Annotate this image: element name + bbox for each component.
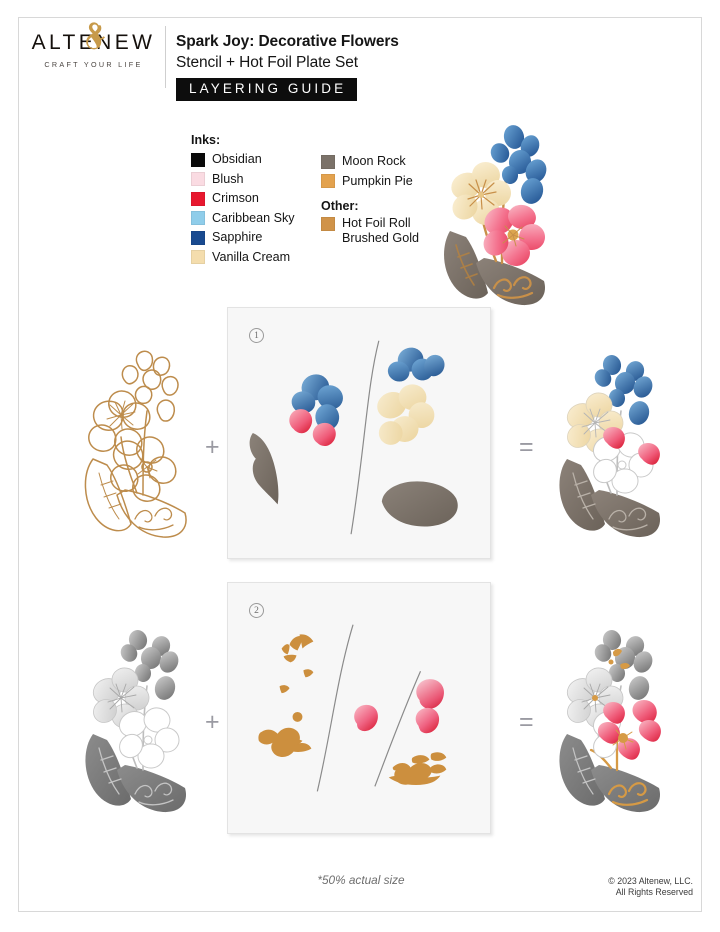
page-title: Spark Joy: Decorative Flowers [176,33,399,50]
legend-item-crimson: Crimson [191,189,319,209]
legend-item-vanilla-cream: Vanilla Cream [191,248,319,268]
scale-footnote: *50% actual size [317,873,405,887]
legend-item-moon-rock: Moon Rock [321,152,451,172]
legend-label-caribbean-sky: Caribbean Sky [212,210,295,225]
legend-column-left: Inks: Obsidian Blush Crimson Caribbean S… [191,133,319,267]
row1-base-gold-outline [77,343,197,555]
swatch-moon-rock [321,154,335,169]
legend-label-hot-foil-roll-line2: Brushed Gold [342,230,420,245]
step-1-number: 1 [249,328,264,343]
legend-label-vanilla-cream: Vanilla Cream [212,249,291,264]
row1-result-artwork [551,343,671,555]
gold-foil-outline-illustration [84,350,187,538]
legend-label-crimson: Crimson [212,191,259,206]
hero-bouquet-illustration [444,125,547,306]
row2-base-grayscale [77,618,197,830]
swatch-obsidian [191,152,205,167]
step-1-stencil-layout [249,340,458,535]
layering-guide-badge: LAYERING GUIDE [176,78,358,101]
legend-label-moon-rock: Moon Rock [342,154,406,169]
header: ALTENEW CRAFT YOUR LIFE Spark Joy: Decor… [19,18,703,101]
legend-label-obsidian: Obsidian [212,152,262,167]
operator-equals-row2: = [519,708,534,736]
step-2-number: 2 [249,603,264,618]
copyright-line-2: All Rights Reserved [615,887,693,897]
legend-label-hot-foil-roll: Hot Foil Roll Brushed Gold [342,216,419,245]
legend-column-right: Moon Rock Pumpkin Pie Other: Hot Foil Ro… [321,152,451,245]
row2-result-artwork [551,618,671,830]
logo-wordmark: ALTENEW [31,31,156,54]
legend-label-blush: Blush [212,171,244,186]
swatch-crimson [191,191,205,206]
legend-item-caribbean-sky: Caribbean Sky [191,209,319,229]
legend-label-sapphire: Sapphire [212,230,263,245]
legend-label-pumpkin-pie: Pumpkin Pie [342,173,413,188]
legend-heading-inks: Inks: [191,133,221,147]
legend-item-hot-foil-roll: Hot Foil Roll Brushed Gold [321,216,451,245]
page-frame: ALTENEW CRAFT YOUR LIFE Spark Joy: Decor… [18,17,702,912]
copyright-line-1: © 2023 Altenew, LLC. [608,876,693,886]
grayscale-bouquet-illustration [85,630,187,813]
header-divider [165,26,166,88]
swatch-caribbean-sky [191,211,205,226]
step-1-panel: 1 [227,307,491,559]
step-2-stencil-layout [258,624,447,792]
operator-plus-row2: + [205,708,220,736]
swatch-blush [191,172,205,187]
swatch-pumpkin-pie [321,174,335,189]
legend-item-pumpkin-pie: Pumpkin Pie [321,172,451,192]
bouquet-after-step-1-illustration [559,355,661,538]
swatch-sapphire [191,230,205,245]
altenew-logo: ALTENEW CRAFT YOUR LIFE [27,22,157,69]
operator-equals-row1: = [519,433,534,461]
operator-plus-row1: + [205,433,220,461]
hero-finished-artwork [436,113,566,313]
legend-label-hot-foil-roll-line1: Hot Foil Roll [342,216,411,230]
swatch-vanilla-cream [191,250,205,265]
legend-item-blush: Blush [191,170,319,190]
page-subtitle: Stencil + Hot Foil Plate Set [176,54,358,71]
legend-heading-other: Other: [321,199,359,213]
logo-tagline: CRAFT YOUR LIFE [44,60,143,69]
bouquet-after-step-2-illustration [559,630,661,813]
legend-item-obsidian: Obsidian [191,150,319,170]
legend-item-sapphire: Sapphire [191,228,319,248]
step-2-panel: 2 [227,582,491,834]
copyright-notice: © 2023 Altenew, LLC. All Rights Reserved [608,876,693,898]
swatch-hot-foil-roll [321,217,335,231]
title-block: Spark Joy: Decorative Flowers Stencil + … [176,32,399,101]
